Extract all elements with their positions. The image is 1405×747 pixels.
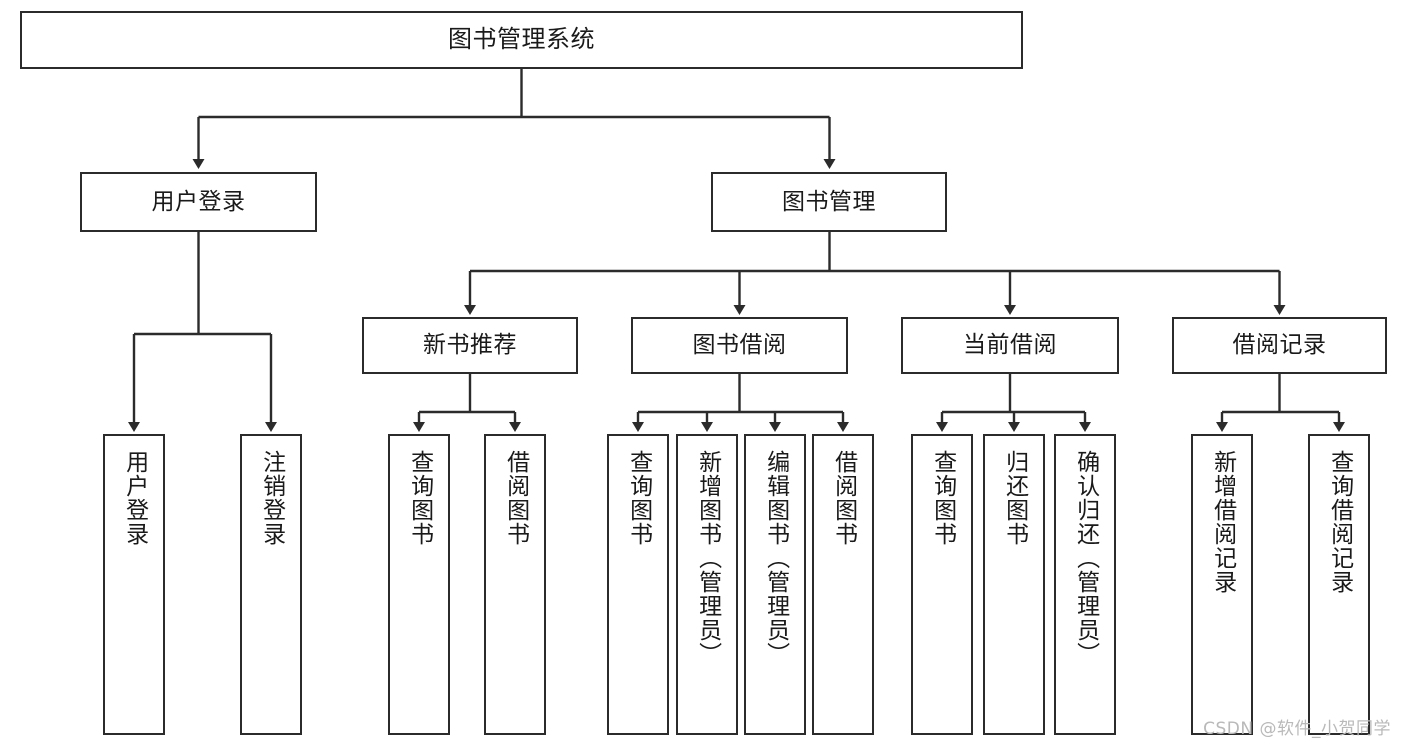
node-root[interactable]: 图书管理系统: [20, 11, 1023, 69]
node-leaf-edit-book[interactable]: 编辑图书（管理员）: [744, 434, 806, 735]
node-leaf-borrow-book-1[interactable]: 借阅图书: [484, 434, 546, 735]
node-leaf-edit-book-label: 编辑图书（管理员）: [762, 450, 789, 666]
node-user-login-label: 用户登录: [151, 188, 246, 215]
node-leaf-query-book-1[interactable]: 查询图书: [388, 434, 450, 735]
node-user-login[interactable]: 用户登录: [80, 172, 317, 232]
node-book-manage-label: 图书管理: [782, 188, 876, 215]
node-leaf-add-book[interactable]: 新增图书（管理员）: [676, 434, 738, 735]
node-borrow-record-label: 借阅记录: [1232, 332, 1327, 359]
node-leaf-return-book[interactable]: 归还图书: [983, 434, 1045, 735]
node-leaf-query-book-3-label: 查询图书: [929, 450, 956, 546]
node-new-book-recommend-label: 新书推荐: [423, 332, 517, 359]
node-book-manage[interactable]: 图书管理: [711, 172, 947, 232]
node-current-borrow-label: 当前借阅: [963, 332, 1057, 359]
node-leaf-confirm-return[interactable]: 确认归还（管理员）: [1054, 434, 1116, 735]
node-leaf-borrow-book-2-label: 借阅图书: [830, 450, 857, 546]
csdn-watermark: CSDN @软件_小贺同学: [1203, 719, 1391, 739]
node-leaf-query-record[interactable]: 查询借阅记录: [1308, 434, 1370, 735]
node-borrow-record[interactable]: 借阅记录: [1172, 317, 1387, 374]
node-root-label: 图书管理系统: [448, 25, 595, 54]
node-new-book-recommend[interactable]: 新书推荐: [362, 317, 578, 374]
node-leaf-query-book-3[interactable]: 查询图书: [911, 434, 973, 735]
node-leaf-add-book-label: 新增图书（管理员）: [694, 450, 721, 666]
node-leaf-query-record-label: 查询借阅记录: [1326, 450, 1353, 594]
node-leaf-query-book-1-label: 查询图书: [406, 450, 433, 546]
node-leaf-borrow-book-1-label: 借阅图书: [502, 450, 529, 546]
node-leaf-return-book-label: 归还图书: [1001, 450, 1028, 546]
node-leaf-borrow-book-2[interactable]: 借阅图书: [812, 434, 874, 735]
node-leaf-user-login[interactable]: 用户登录: [103, 434, 165, 735]
node-leaf-user-login-label: 用户登录: [121, 450, 148, 546]
node-leaf-confirm-return-label: 确认归还（管理员）: [1072, 450, 1099, 666]
node-leaf-query-book-2-label: 查询图书: [625, 450, 652, 546]
node-leaf-user-logout-label: 注销登录: [258, 450, 285, 546]
node-leaf-user-logout[interactable]: 注销登录: [240, 434, 302, 735]
node-book-borrow[interactable]: 图书借阅: [631, 317, 848, 374]
node-current-borrow[interactable]: 当前借阅: [901, 317, 1119, 374]
node-leaf-query-book-2[interactable]: 查询图书: [607, 434, 669, 735]
node-leaf-add-record-label: 新增借阅记录: [1209, 450, 1236, 594]
node-book-borrow-label: 图书借阅: [692, 332, 787, 359]
node-leaf-add-record[interactable]: 新增借阅记录: [1191, 434, 1253, 735]
